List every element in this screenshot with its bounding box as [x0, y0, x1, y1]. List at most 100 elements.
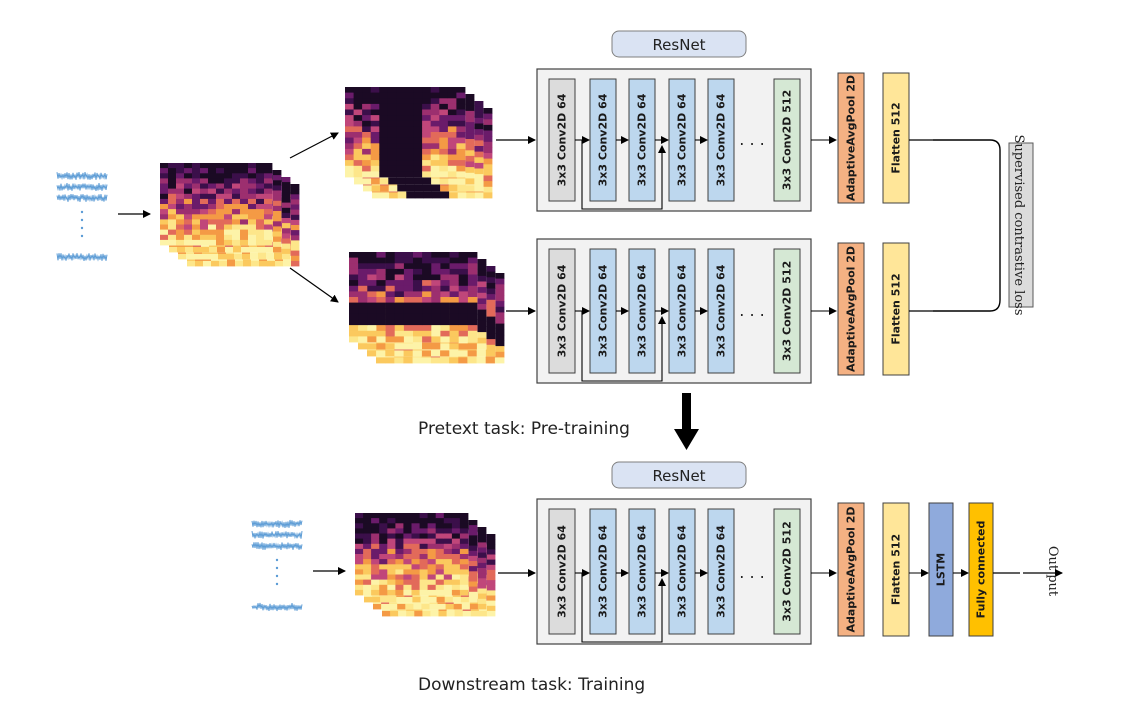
svg-text:Fully connected: Fully connected	[975, 521, 988, 619]
svg-text:Flatten 512: Flatten 512	[890, 273, 903, 344]
waveform-line	[56, 182, 108, 192]
svg-text:3x3 Conv2D 512: 3x3 Conv2D 512	[781, 261, 794, 361]
conv-block-blue: 3x3 Conv2D 64	[668, 78, 696, 202]
svg-text:3x3 Conv2D 512: 3x3 Conv2D 512	[781, 90, 794, 190]
spectrogram-frame	[354, 512, 469, 596]
svg-text:3x3 Conv2D 512: 3x3 Conv2D 512	[781, 521, 794, 621]
waveform-icon-top	[56, 171, 108, 262]
resnet-row-freq: 3x3 Conv2D 64 3x3 Conv2D 64 3x3 Conv2D 64 3…	[536, 238, 933, 384]
conv-block-green: 3x3 Conv2D 512	[773, 78, 801, 202]
conv-block-green: 3x3 Conv2D 512	[773, 248, 801, 374]
flatten-block: Flatten 512	[882, 242, 910, 376]
spectrogram-stack-downstream	[354, 512, 496, 617]
pool-block: AdaptiveAvgPool 2D	[837, 242, 865, 376]
svg-text:Flatten 512: Flatten 512	[890, 534, 903, 605]
skip-connection	[581, 140, 666, 210]
downstream-caption: Downstream task: Training	[418, 675, 645, 695]
waveform-ellipsis-dot	[80, 234, 84, 238]
connector-arrows	[118, 132, 536, 577]
svg-text:3x3 Conv2D 64: 3x3 Conv2D 64	[597, 93, 610, 186]
conv-block-blue: 3x3 Conv2D 64	[707, 508, 735, 635]
svg-text:3x3 Conv2D 64: 3x3 Conv2D 64	[597, 525, 610, 618]
pool-block: AdaptiveAvgPool 2D	[837, 72, 865, 204]
svg-text:3x3 Conv2D 64: 3x3 Conv2D 64	[676, 525, 689, 618]
svg-text:LSTM: LSTM	[935, 553, 948, 586]
ellipsis: . . .	[739, 301, 764, 320]
svg-text:3x3 Conv2D 64: 3x3 Conv2D 64	[676, 93, 689, 186]
resnet-row-time: 3x3 Conv2D 64 3x3 Conv2D 64 3x3 Conv2D 64 3…	[536, 68, 933, 212]
svg-text:3x3 Conv2D 64: 3x3 Conv2D 64	[636, 525, 649, 618]
waveform-line	[251, 519, 303, 529]
waveform-line	[56, 193, 108, 203]
waveform-ellipsis-dot	[275, 582, 279, 586]
contrastive-loss-box: Supervised contrastive loss	[1008, 134, 1034, 316]
conv-block-gray: 3x3 Conv2D 64	[548, 78, 576, 202]
lstm-block: LSTM	[928, 502, 954, 637]
svg-text:AdaptiveAvgPool 2D: AdaptiveAvgPool 2D	[845, 75, 858, 201]
resnet-label-bottom: ResNet	[611, 461, 747, 489]
waveform-ellipsis-dot	[80, 210, 84, 214]
arrow-spec-to-time	[289, 132, 339, 159]
spectrogram-stack-freq-masked	[348, 251, 505, 364]
svg-text:3x3 Conv2D 64: 3x3 Conv2D 64	[636, 264, 649, 357]
waveform-line	[251, 530, 303, 540]
conv-block-blue: 3x3 Conv2D 64	[628, 248, 656, 374]
conv-block-blue: 3x3 Conv2D 64	[707, 78, 735, 202]
spectrogram-frame	[159, 162, 273, 246]
flatten-block: Flatten 512	[882, 502, 910, 637]
transfer-arrow	[674, 393, 699, 450]
conv-block-blue: 3x3 Conv2D 64	[668, 508, 696, 635]
skip-connection	[581, 573, 666, 643]
conv-block-blue: 3x3 Conv2D 64	[589, 78, 617, 202]
conv-block-blue: 3x3 Conv2D 64	[589, 248, 617, 374]
conv-block-gray: 3x3 Conv2D 64	[548, 248, 576, 374]
conv-block-gray: 3x3 Conv2D 64	[548, 508, 576, 635]
waveform-ellipsis-dot	[275, 558, 279, 562]
waveform-line	[251, 542, 303, 551]
waveform-ellipsis-dot	[80, 218, 84, 222]
contrastive-loss-label: Supervised contrastive loss	[1011, 134, 1026, 315]
spectrogram-stack-input	[159, 162, 300, 267]
resnet-label-top: ResNet	[611, 30, 747, 58]
svg-text:3x3 Conv2D 64: 3x3 Conv2D 64	[597, 264, 610, 357]
conv-block-blue: 3x3 Conv2D 64	[589, 508, 617, 635]
conv-block-green: 3x3 Conv2D 512	[773, 508, 801, 635]
resnet-label-top-text: ResNet	[652, 36, 705, 54]
spectrogram-stack-time-masked	[344, 86, 493, 199]
ellipsis: . . .	[739, 130, 764, 149]
svg-text:3x3 Conv2D 64: 3x3 Conv2D 64	[676, 264, 689, 357]
conv-block-blue: 3x3 Conv2D 64	[628, 508, 656, 635]
spectrogram-frame	[344, 86, 466, 178]
spectrogram-frame	[348, 251, 478, 343]
svg-text:3x3 Conv2D 64: 3x3 Conv2D 64	[636, 93, 649, 186]
resnet-row-downstream: 3x3 Conv2D 64 3x3 Conv2D 64 3x3 Conv2D 64 3…	[536, 498, 1020, 645]
fully-connected-block: Fully connected	[968, 502, 994, 637]
svg-text:AdaptiveAvgPool 2D: AdaptiveAvgPool 2D	[845, 246, 858, 372]
svg-text:AdaptiveAvgPool 2D: AdaptiveAvgPool 2D	[845, 506, 858, 632]
conv-block-blue: 3x3 Conv2D 64	[668, 248, 696, 374]
resnet-label-bottom-text: ResNet	[652, 467, 705, 485]
svg-text:3x3 Conv2D 64: 3x3 Conv2D 64	[556, 525, 569, 618]
ellipsis: . . .	[739, 563, 764, 582]
waveform-line	[251, 602, 303, 612]
svg-text:3x3 Conv2D 64: 3x3 Conv2D 64	[715, 93, 728, 186]
pool-block: AdaptiveAvgPool 2D	[837, 502, 865, 637]
arrow-spec-to-freq	[289, 267, 339, 303]
waveform-ellipsis-dot	[80, 226, 84, 230]
waveform-line	[56, 171, 108, 181]
waveform-icon-bottom	[251, 519, 303, 612]
svg-text:Flatten 512: Flatten 512	[890, 102, 903, 173]
conv-block-blue: 3x3 Conv2D 64	[628, 78, 656, 202]
svg-text:3x3 Conv2D 64: 3x3 Conv2D 64	[556, 93, 569, 186]
flatten-block: Flatten 512	[882, 72, 910, 204]
pretext-caption: Pretext task: Pre-training	[418, 419, 630, 439]
output-label: Out put	[1045, 546, 1060, 597]
conv-block-blue: 3x3 Conv2D 64	[707, 248, 735, 374]
svg-text:3x3 Conv2D 64: 3x3 Conv2D 64	[556, 264, 569, 357]
svg-text:3x3 Conv2D 64: 3x3 Conv2D 64	[715, 525, 728, 618]
svg-text:3x3 Conv2D 64: 3x3 Conv2D 64	[715, 264, 728, 357]
contrastive-loss-bracket	[933, 139, 1001, 312]
waveform-line	[56, 253, 108, 262]
waveform-ellipsis-dot	[275, 574, 279, 578]
